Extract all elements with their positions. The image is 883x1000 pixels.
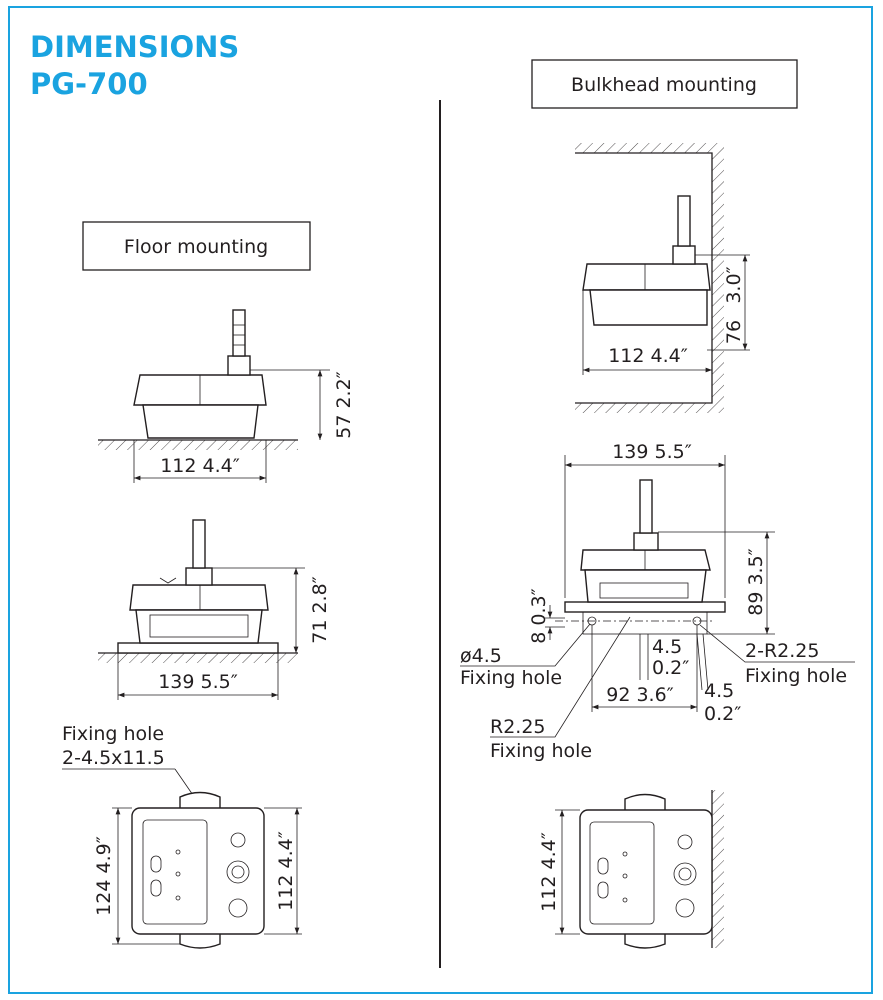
bulkhead-front-width: 139 5.5″ [612,441,692,463]
floor-hole-spec: 2-4.5x11.5 [62,747,165,769]
bulkhead-center-offset-in: 0.2″ [652,657,689,679]
bulkhead-base-height: 8 0.3″ [528,588,550,643]
bulkhead-hole3-size: R2.25 [490,716,546,738]
title-model: PG-700 [30,67,148,101]
floor-label: Floor mounting [124,236,268,258]
bulkhead-top-view [579,790,724,949]
bulkhead-front-view [555,479,726,635]
floor-top-height: 124 4.9″ [93,836,115,916]
title-dimensions: DIMENSIONS [30,30,239,64]
bulkhead-edge-offset-in: 0.2″ [704,703,741,725]
floor-hole-label: Fixing hole [62,723,164,745]
floor-front-view [98,519,298,663]
floor-front-width: 139 5.5″ [158,671,238,693]
bulkhead-hole1-size: ø4.5 [460,645,502,667]
floor-side-height: 57 2.2″ [333,371,355,439]
bulkhead-side-height-mm: 76 [723,320,745,344]
page-border [8,6,873,994]
bulkhead-front-height: 89 3.5″ [745,548,767,616]
bulkhead-hole1-label: Fixing hole [460,667,562,689]
bulkhead-edge-offset: 4.5 [704,680,734,702]
floor-top-width: 112 4.4″ [275,831,297,911]
floor-side-width: 112 4.4″ [160,455,240,477]
bulkhead-hole2-label: Fixing hole [745,665,847,687]
floor-side-view [98,309,298,450]
floor-label-box [82,221,311,271]
bulkhead-label-box [531,59,798,109]
bulkhead-side-view [575,143,724,413]
bulkhead-side-height-in: 3.0″ [723,266,745,303]
bulkhead-top-width: 112 4.4″ [538,832,560,912]
bulkhead-hole3-label: Fixing hole [490,740,592,762]
bulkhead-spacing: 92 3.6″ [606,684,674,706]
floor-front-height: 71 2.8″ [309,576,331,644]
floor-top-view [131,791,265,949]
bulkhead-center-offset: 4.5 [652,636,682,658]
bulkhead-hole2-size: 2-R2.25 [745,640,819,662]
bulkhead-label: Bulkhead mounting [571,74,757,96]
bulkhead-side-width: 112 4.4″ [608,345,688,367]
